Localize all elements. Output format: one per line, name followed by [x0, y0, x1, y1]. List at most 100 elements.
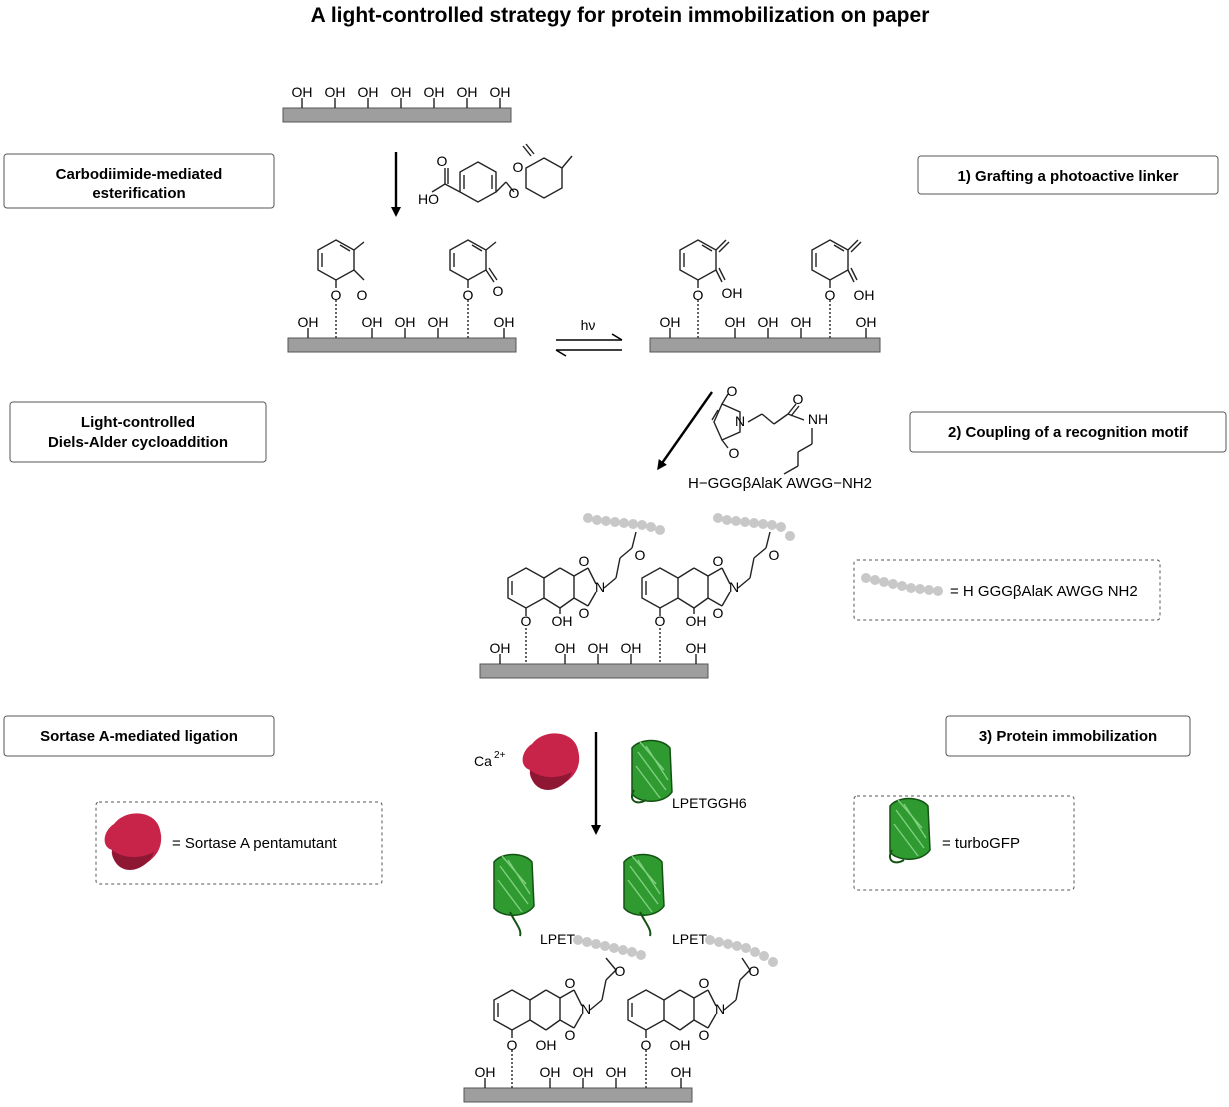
svg-text:LPET: LPET — [672, 931, 707, 947]
svg-text:Diels-Alder cycloaddition: Diels-Alder cycloaddition — [48, 434, 228, 451]
svg-text:OH: OH — [686, 613, 707, 629]
svg-text:OH: OH — [856, 314, 877, 330]
svg-text:O: O — [635, 547, 646, 563]
paper-surface-grafted: O O O O OH OH OH OH OH — [287, 239, 517, 353]
photo-equilibrium-arrows: hν — [555, 317, 623, 357]
step-label-grafting: 1) Grafting a photoactive linker — [917, 155, 1219, 195]
peptide-bead-chain — [583, 513, 665, 535]
svg-text:OH: OH — [428, 314, 449, 330]
svg-text:OH: OH — [588, 640, 609, 656]
svg-text:OH: OH — [362, 314, 383, 330]
paper-surface-protein: LPET LPET — [463, 853, 778, 1103]
svg-text:OH: OH — [758, 314, 779, 330]
calcium-ion-label: Ca 2+ — [474, 750, 506, 769]
svg-text:OH: OH — [686, 640, 707, 656]
svg-text:= H GGGβAlaK AWGG NH2: = H GGGβAlaK AWGG NH2 — [950, 583, 1138, 600]
photoactive-linker-reagent: HO O O O — [418, 143, 573, 207]
svg-text:Light-controlled: Light-controlled — [81, 414, 195, 431]
svg-text:OH: OH — [457, 84, 478, 100]
svg-text:O: O — [749, 963, 760, 979]
svg-text:O: O — [729, 445, 740, 461]
svg-text:OH: OH — [573, 1064, 594, 1080]
svg-text:OH: OH — [490, 84, 511, 100]
maleimide-peptide-reagent: N O O O NH H−GGGβAlaK AWGG−NH2 — [688, 383, 872, 492]
svg-text:O: O — [513, 159, 524, 175]
reaction-label-esterification: Carbodiimide-mediated esterification — [3, 153, 275, 209]
gfp-protein-icon — [623, 853, 665, 937]
svg-text:O: O — [655, 613, 666, 629]
legend-sortase: = Sortase A pentamutant — [95, 801, 383, 885]
svg-text:O: O — [713, 605, 724, 621]
svg-text:N: N — [729, 579, 739, 595]
svg-text:O: O — [727, 383, 738, 399]
svg-text:Ca: Ca — [474, 753, 492, 769]
svg-text:= Sortase A pentamutant: = Sortase A pentamutant — [172, 835, 338, 852]
svg-text:3) Protein immobilization: 3) Protein immobilization — [979, 728, 1157, 745]
svg-text:2+: 2+ — [494, 750, 506, 761]
svg-text:OH: OH — [670, 1037, 691, 1053]
svg-text:= turboGFP: = turboGFP — [942, 835, 1020, 852]
svg-text:OH: OH — [424, 84, 445, 100]
svg-text:N: N — [735, 413, 745, 429]
svg-text:1) Grafting a photoactive link: 1) Grafting a photoactive linker — [958, 168, 1179, 185]
svg-text:O: O — [331, 287, 342, 303]
paper-surface-peptide: N N O O O O O O O O OH OH OH OH OH OH OH — [479, 513, 795, 679]
svg-text:Sortase A-mediated ligation: Sortase A-mediated ligation — [40, 728, 238, 745]
svg-text:O: O — [693, 287, 704, 303]
svg-text:O: O — [579, 605, 590, 621]
step-label-coupling: 2) Coupling of a recognition motif — [909, 411, 1227, 453]
svg-text:OH: OH — [854, 287, 875, 303]
svg-text:OH: OH — [325, 84, 346, 100]
svg-text:O: O — [463, 287, 474, 303]
svg-text:OH: OH — [621, 640, 642, 656]
svg-text:H−GGGβAlaK AWGG−NH2: H−GGGβAlaK AWGG−NH2 — [688, 475, 872, 492]
svg-text:O: O — [521, 613, 532, 629]
svg-text:OH: OH — [606, 1064, 627, 1080]
svg-text:OH: OH — [494, 314, 515, 330]
svg-text:OH: OH — [791, 314, 812, 330]
svg-text:O: O — [493, 283, 504, 299]
svg-text:OH: OH — [298, 314, 319, 330]
svg-text:OH: OH — [391, 84, 412, 100]
svg-text:HO: HO — [418, 191, 439, 207]
svg-text:O: O — [507, 1037, 518, 1053]
svg-text:N: N — [715, 1001, 725, 1017]
svg-text:OH: OH — [555, 640, 576, 656]
svg-text:OH: OH — [490, 640, 511, 656]
svg-text:O: O — [357, 287, 368, 303]
step-label-immobilization: 3) Protein immobilization — [945, 715, 1191, 757]
svg-text:O: O — [565, 1027, 576, 1043]
svg-text:O: O — [437, 153, 448, 169]
gfp-protein-icon: LPETGGH6 — [630, 739, 747, 811]
svg-text:OH: OH — [552, 613, 573, 629]
gfp-protein-icon — [493, 853, 535, 937]
svg-text:N: N — [595, 579, 605, 595]
svg-text:LPET: LPET — [540, 931, 575, 947]
legend-peptide: = H GGGβAlaK AWGG NH2 — [853, 559, 1161, 621]
paper-surface-plain: OH OH OH OH OH OH OH — [282, 84, 512, 123]
svg-text:O: O — [699, 975, 710, 991]
svg-text:OH: OH — [660, 314, 681, 330]
arrow-diels-alder — [657, 391, 713, 471]
svg-text:O: O — [825, 287, 836, 303]
svg-text:O: O — [713, 553, 724, 569]
reaction-label-sortase: Sortase A-mediated ligation — [3, 715, 275, 757]
svg-text:OH: OH — [671, 1064, 692, 1080]
sortase-enzyme-icon — [522, 733, 580, 790]
svg-text:esterification: esterification — [92, 185, 185, 202]
svg-text:LPETGGH6: LPETGGH6 — [672, 795, 747, 811]
peptide-bead-chain — [713, 513, 795, 541]
svg-text:OH: OH — [725, 314, 746, 330]
svg-text:O: O — [641, 1037, 652, 1053]
svg-text:OH: OH — [540, 1064, 561, 1080]
svg-text:OH: OH — [358, 84, 379, 100]
svg-text:Carbodiimide-mediated: Carbodiimide-mediated — [56, 166, 223, 183]
svg-text:O: O — [509, 185, 520, 201]
svg-text:O: O — [579, 553, 590, 569]
svg-text:OH: OH — [395, 314, 416, 330]
svg-text:O: O — [769, 547, 780, 563]
svg-text:O: O — [699, 1027, 710, 1043]
scheme-title: A light-controlled strategy for protein … — [311, 4, 930, 27]
svg-text:OH: OH — [292, 84, 313, 100]
